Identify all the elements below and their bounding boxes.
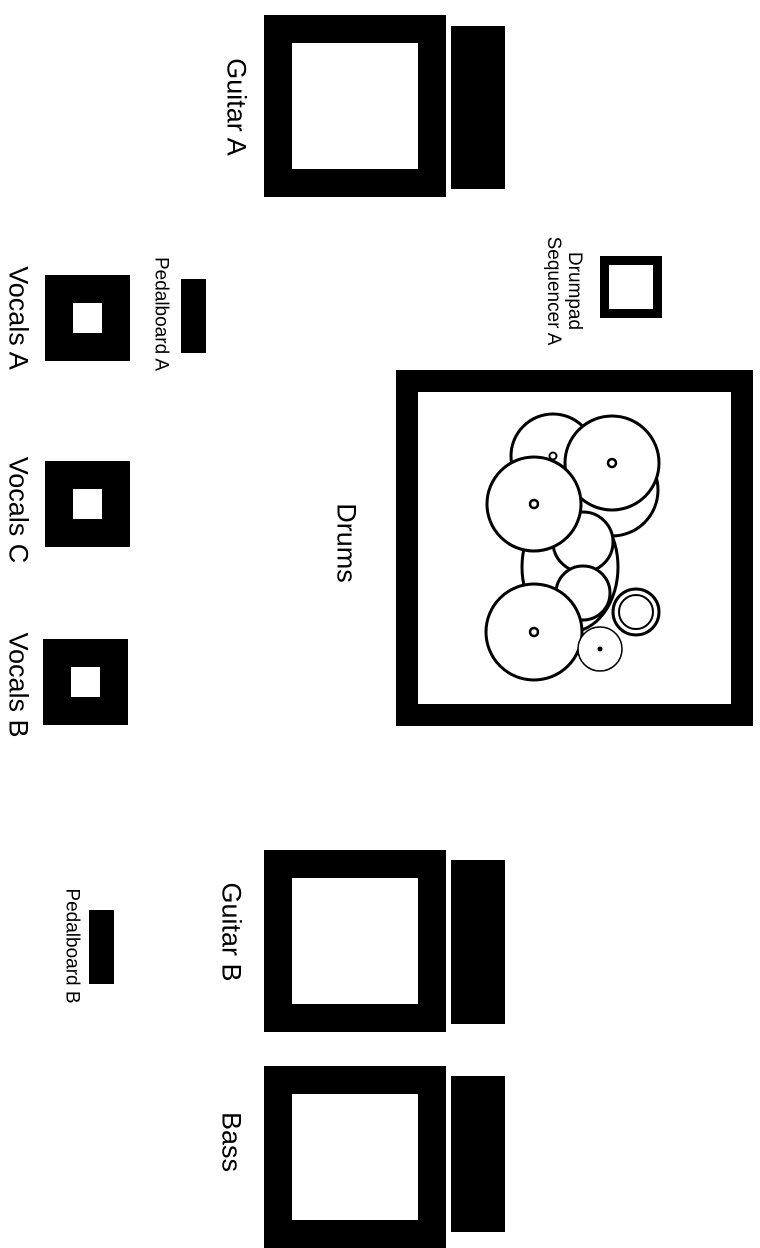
splash-cymbal-bell bbox=[528, 626, 540, 638]
guitar-a-amp bbox=[264, 15, 446, 197]
drumpad-sequencer-a bbox=[600, 256, 662, 318]
snare-drum-rim bbox=[618, 594, 654, 630]
vocals-b-monitor bbox=[43, 639, 128, 725]
guitar-a-cabinet bbox=[451, 26, 505, 189]
bass-amp bbox=[264, 1066, 446, 1248]
guitar-b-amp bbox=[264, 850, 446, 1032]
crash-cymbal-1-bell bbox=[548, 451, 558, 461]
crash-cymbal-2-bell bbox=[606, 457, 618, 469]
pedalboard-a-label: Pedalboard A bbox=[150, 256, 172, 372]
drumpad-sequencer-a-label: Drumpad Sequencer A bbox=[542, 236, 585, 346]
ride-cymbal-bell bbox=[528, 498, 540, 510]
drumpad-label-line1: Drumpad bbox=[563, 251, 585, 331]
vocals-c-label: Vocals C bbox=[3, 456, 34, 564]
guitar-b-label: Guitar B bbox=[216, 882, 247, 982]
hi-hat-center bbox=[597, 646, 603, 652]
drums-label: Drums bbox=[331, 503, 362, 583]
drum-kit bbox=[396, 370, 753, 726]
guitar-b-cabinet bbox=[451, 860, 505, 1024]
guitar-a-label: Guitar A bbox=[221, 58, 252, 156]
bass-label: Bass bbox=[216, 1111, 247, 1173]
pedalboard-b-label: Pedalboard B bbox=[61, 888, 83, 1004]
pedalboard-a bbox=[181, 279, 206, 353]
vocals-a-monitor bbox=[45, 275, 130, 361]
vocals-c-monitor bbox=[45, 461, 130, 547]
pedalboard-b bbox=[89, 910, 114, 984]
vocals-b-label: Vocals B bbox=[3, 632, 34, 738]
drumpad-label-line2: Sequencer A bbox=[543, 236, 564, 346]
vocals-a-label: Vocals A bbox=[3, 266, 34, 370]
bass-cabinet bbox=[451, 1076, 505, 1232]
